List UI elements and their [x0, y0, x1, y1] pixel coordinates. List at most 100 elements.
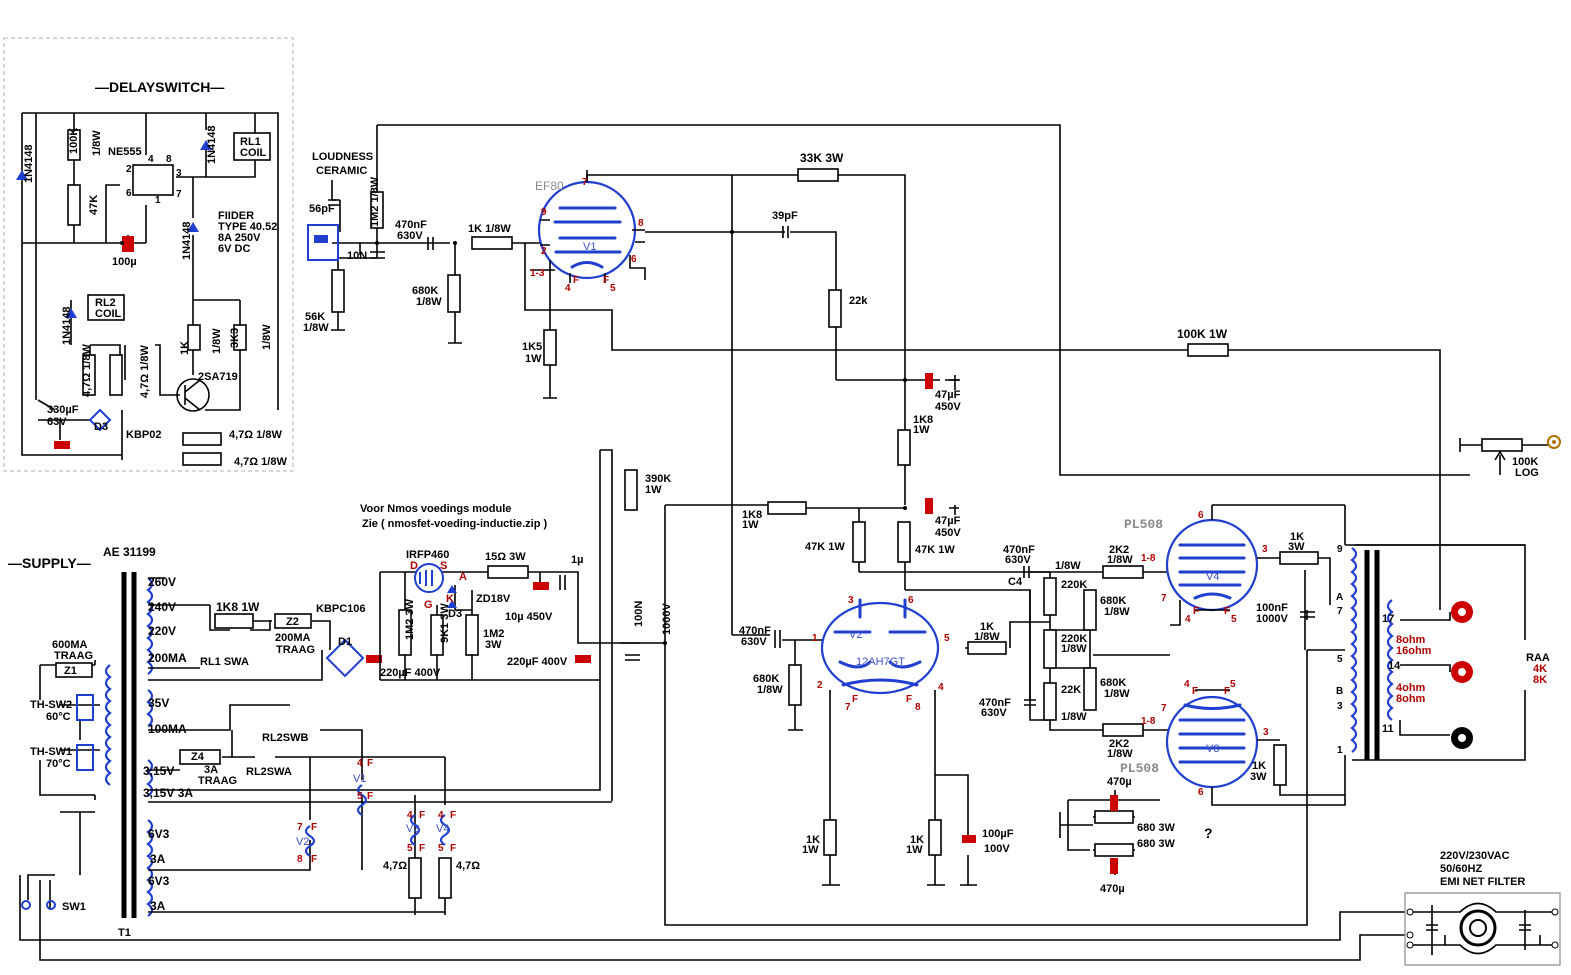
r22k-label: 22k	[849, 295, 868, 307]
v1-pinf1: F	[573, 275, 579, 286]
v4-pin18: 1-8	[1141, 553, 1156, 564]
phase-splitter	[1023, 565, 1170, 737]
sup-th1t: 70°C	[46, 758, 71, 770]
v3-pinf2: F	[1224, 686, 1230, 697]
r47c-label: 4,7Ω 1/8W	[229, 429, 282, 441]
phase-r18w: 1/8W	[1055, 560, 1081, 572]
cath-question: ?	[1204, 825, 1213, 841]
v1-pinf2: F	[603, 275, 609, 286]
v2-r680k: 680K	[753, 673, 779, 685]
r100k-label: 100K	[68, 128, 80, 154]
out-r1k-a-w: 3W	[1288, 541, 1305, 553]
output-transformer	[1345, 544, 1526, 761]
sup-r9k1: 9K1 3W	[439, 603, 451, 643]
v2-pin7: 7	[845, 702, 851, 713]
sup-z4b: TRAAG	[198, 775, 237, 787]
sup-th1: TH-SW1	[30, 746, 72, 758]
phase-c470b-v: 630V	[981, 707, 1007, 719]
sup-kbpc: KBPC106	[316, 603, 366, 615]
ot-pin5: 5	[1337, 654, 1343, 665]
c470n-v-label: 630V	[397, 230, 423, 242]
v2-r1k: 1K	[980, 621, 994, 633]
sup-c10u: 10µ 450V	[505, 611, 553, 623]
q-label: 2SA719	[198, 371, 238, 383]
sup-pd: D	[410, 560, 418, 572]
volume-pot[interactable]	[1459, 435, 1561, 475]
phase-r2k2a: 2K2	[1109, 544, 1129, 556]
phase-r22k: 22K	[1061, 684, 1081, 696]
heater-v2-f1: F	[311, 822, 317, 833]
emi-label-2: 50/60HZ	[1440, 863, 1482, 875]
rl1-label-a: RL1	[240, 136, 261, 148]
ot-pinB: B	[1336, 686, 1343, 697]
heater-v1: V1	[353, 773, 366, 785]
input-stage	[307, 124, 1470, 661]
r47k2-label: 47K 1W	[915, 544, 955, 556]
finder-3: 8A 250V	[218, 232, 261, 244]
heater-v1-p5: 5	[357, 791, 363, 802]
sup-z1a: 600MA	[52, 639, 88, 651]
v2-pin8: 8	[915, 702, 921, 713]
output-cathode	[1059, 790, 1160, 875]
d-rl2-label: 1N4148	[61, 306, 73, 345]
c47a-label: 47µF	[935, 389, 961, 401]
r1k-label: 1K	[179, 341, 191, 355]
v3-pin4: 4	[1184, 679, 1190, 690]
c47b-v-label: 450V	[935, 527, 961, 539]
sup-c220b: 220µF 400V	[507, 656, 568, 668]
c47a-v-label: 450V	[935, 401, 961, 413]
c470n-label: 470nF	[395, 219, 427, 231]
out-c100n-v: 1000V	[1256, 613, 1288, 625]
v4-pin5: 5	[1231, 614, 1237, 625]
sup-200: 200MA	[148, 651, 187, 665]
v2-pin1: 1	[812, 633, 818, 644]
v4-pinf2: F	[1224, 606, 1230, 617]
v4-pin3: 3	[1262, 544, 1268, 555]
v2-c100u: 100µF	[982, 828, 1014, 840]
r390k-label: 390K	[645, 473, 671, 485]
r47k-label: 47K	[88, 195, 100, 215]
sup-d1: D1	[338, 636, 352, 648]
heater-v4-f1: F	[450, 810, 456, 821]
v3-pin6: 6	[1198, 787, 1204, 798]
v2-r1k-w: 1/8W	[974, 631, 1000, 643]
v2-rk1-w: 1W	[802, 844, 819, 856]
heater-v1-p4: 4	[357, 758, 363, 769]
power-transformer	[19, 450, 1410, 961]
sup-r1k8: 1K8 1W	[216, 600, 260, 614]
v3-pin3: 3	[1263, 727, 1269, 738]
heater-v4: V4	[436, 823, 449, 835]
v3-pin5: 5	[1230, 679, 1236, 690]
c47b-label: 47µF	[935, 515, 961, 527]
sup-3a-b: 3A	[150, 899, 166, 913]
heater-v4-p5: 5	[438, 843, 444, 854]
cath-r680a: 680 3W	[1137, 822, 1176, 834]
heater-v2: V2	[296, 836, 309, 848]
phase-c470a: 470nF	[1003, 544, 1035, 556]
r47a-label: 4,7Ω 1/8W	[81, 344, 93, 397]
sup-pk: K	[446, 593, 454, 605]
sup-sw1[interactable]: SW1	[62, 901, 86, 913]
sup-pg: G	[424, 599, 433, 611]
v1-pin9: 9	[541, 207, 547, 218]
ot-4ohm: 4ohm	[1396, 682, 1426, 694]
heater-v3-p5: 5	[407, 843, 413, 854]
r680k-w-label: 1/8W	[416, 296, 442, 308]
sup-260: 260V	[148, 575, 176, 589]
c330v-label: 63V	[47, 416, 67, 428]
ne555-pin1: 1	[155, 195, 161, 206]
ot-8ohm-a: 8ohm	[1396, 634, 1426, 646]
supply-title: —SUPPLY—	[8, 555, 91, 571]
d-mid-label: 1N4148	[181, 221, 193, 260]
r56k-w-label: 1/8W	[303, 322, 329, 334]
r100k1w-label: 100K 1W	[1177, 327, 1228, 341]
d-left-label: 1N4148	[23, 144, 35, 183]
c100u-label: 100µ	[112, 256, 137, 268]
sup-z2: Z2	[286, 616, 299, 628]
r47b-label: 4,7Ω 1/8W	[139, 345, 151, 398]
v4-type: PL508	[1124, 517, 1163, 532]
sup-r1m2b-w: 3W	[485, 639, 502, 651]
r1k-w-label: 1/8W	[211, 328, 223, 354]
phase-r22k-w: 1/8W	[1061, 711, 1087, 723]
c56p-label: 56pF	[309, 203, 335, 215]
